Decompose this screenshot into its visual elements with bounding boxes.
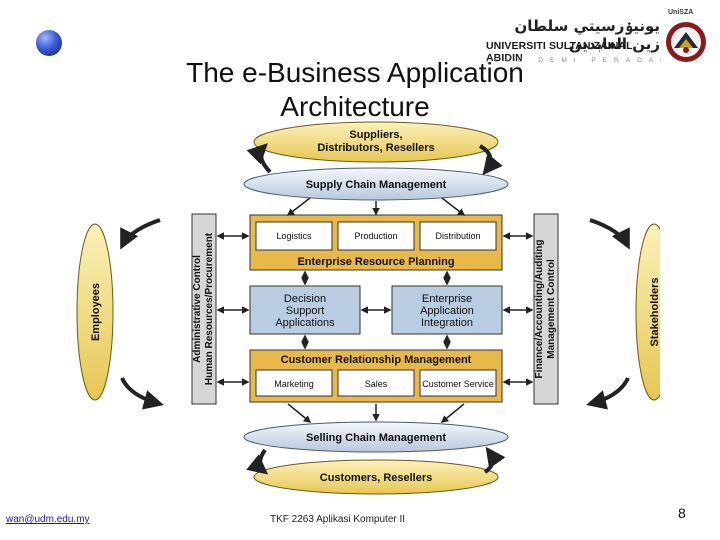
dss-box [249,285,361,335]
logo-arabic-text: يونيۏرسيتي سلطان زين العابدين [514,17,660,53]
finance-control-box [533,213,559,405]
employees-oval [76,223,114,401]
slide-title: The e-Business Application Architecture [130,56,580,124]
curved-arrow-employees-bottom [120,377,164,410]
eai-label-3: Integration [421,317,473,329]
erp-module-distribution [419,221,497,251]
arrow-scm-erp-left [286,197,311,216]
finance-label-2: Management Control [546,259,557,359]
dss-label-3: Applications [275,317,335,329]
admin-control-box [191,213,217,405]
supply-chain-oval [243,167,509,201]
crm-module-service [419,369,497,397]
logo-motto: ILMU DEMI PERADABAN INSAN [486,57,661,64]
crm-module-label-2: Sales [365,379,388,389]
dss-label-1: Decision [284,293,326,305]
employees-label: Employees [90,283,102,341]
dss-label-2: Support [286,305,325,317]
erp-module-label-3: Distribution [435,231,480,241]
erp-module-production [337,221,415,251]
selling-chain-label: Selling Chain Management [306,432,446,444]
customers-label: Customers, Resellers [320,472,433,484]
stakeholders-label: Stakeholders [649,277,660,346]
arrow-scm-erp-right [441,197,466,216]
footer-course-name: TKF 2263 Aplikasi Komputer II [270,514,406,525]
crm-module-sales [337,369,415,397]
crm-module-label-3: Customer Service [422,379,494,389]
erp-module-logistics [255,221,333,251]
title-line-2: Architecture [280,91,430,122]
curved-arrow-stakeholders-bottom [586,377,630,410]
admin-label-1: Administrative Control [192,255,203,363]
suppliers-label-2: Distributors, Resellers [317,142,434,154]
finance-label-1: Finance/Accounting/Auditing [534,240,545,379]
curved-arrow-employees-top [120,218,161,250]
title-line-1: The e-Business Application [186,57,524,88]
stakeholders-oval [635,223,660,401]
admin-label-2: Human Resources/Procurement [204,232,215,385]
selling-chain-oval [243,421,509,453]
logo-acronym: UniSZA [668,9,694,16]
curved-arrow-stakeholders-top [589,218,630,250]
erp-label: Enterprise Resource Planning [297,256,454,268]
curved-arrow-top-left [246,143,272,174]
arrow-crm-selling-right [440,403,465,423]
erp-module-label-2: Production [354,231,397,241]
customers-oval [253,459,499,495]
erp-module-label-1: Logistics [276,231,312,241]
crm-module-label-1: Marketing [274,379,314,389]
eai-label-2: Application [420,305,474,317]
arrow-crm-selling-left [287,403,312,423]
curved-arrow-bottom-left [246,448,269,475]
bullet-ball-icon [36,30,62,56]
page-number: 8 [678,505,686,521]
crm-label: Customer Relationship Management [281,354,472,366]
footer-email-link[interactable]: wan@udm.edu.my [6,514,90,525]
eai-label-1: Enterprise [422,293,472,305]
eai-box [391,285,503,335]
curved-arrow-bottom-right [483,446,506,474]
architecture-diagram: Suppliers, Distributors, Resellers Suppl… [76,121,660,495]
curved-arrow-top-right [478,144,503,176]
university-emblem-icon [666,22,706,62]
logo-university-name: UNIVERSITI SULTAN ZAINAL ABIDIN [486,40,633,64]
suppliers-label-1: Suppliers, [349,129,402,141]
crm-module-marketing [255,369,333,397]
supply-chain-label: Supply Chain Management [306,179,447,191]
suppliers-oval [253,121,499,163]
